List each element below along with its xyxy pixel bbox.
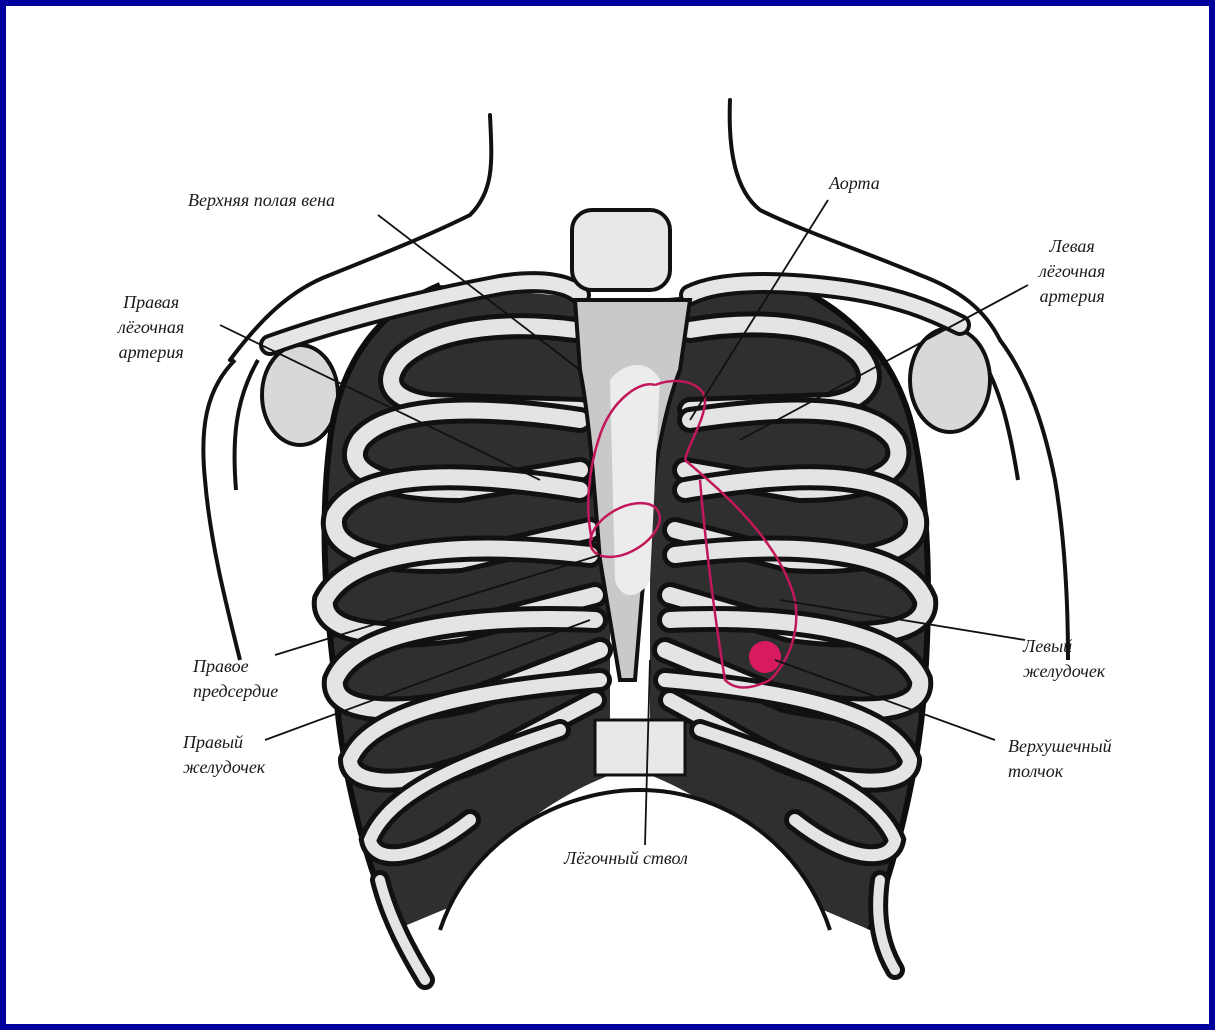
label-left-pulmonary-artery: Левая лёгочная артерия <box>1039 234 1105 309</box>
label-right-atrium: Правое предсердие <box>193 654 278 704</box>
label-superior-vena-cava: Верхняя полая вена <box>188 188 335 213</box>
label-aorta: Аорта <box>829 171 880 196</box>
diagram-canvas: Верхняя полая вена Аорта Левая лёгочная … <box>6 6 1209 1024</box>
chest-illustration <box>6 6 1209 1024</box>
label-left-ventricle: Левый желудочек <box>1023 634 1105 684</box>
label-right-ventricle: Правый желудочек <box>183 730 265 780</box>
label-pulmonary-trunk: Лёгочный ствол <box>564 846 688 871</box>
label-apex-beat: Верхушечный толчок <box>1008 734 1112 784</box>
label-right-pulmonary-artery: Правая лёгочная артерия <box>118 290 184 365</box>
apex-beat-marker <box>749 641 781 673</box>
